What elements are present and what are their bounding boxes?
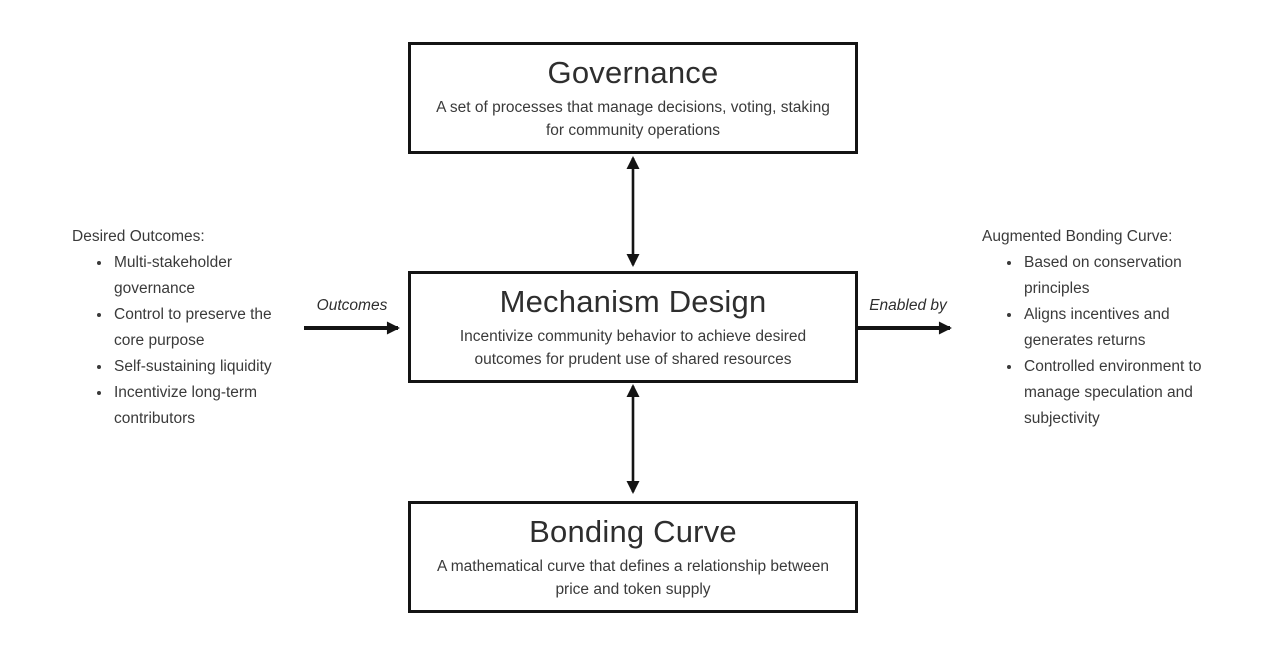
list-item: Aligns incentives and generates returns: [1022, 302, 1210, 354]
list-item: Self-sustaining liquidity: [112, 354, 304, 380]
augmented-bonding-curve-note: Augmented Bonding Curve: Based on conser…: [982, 224, 1210, 432]
enabled-by-arrow-label: Enabled by: [869, 297, 947, 314]
governance-title: Governance: [547, 55, 719, 90]
list-item: Multi-stakeholder governance: [112, 250, 304, 302]
governance-box: Governance A set of processes that manag…: [408, 42, 858, 154]
governance-description: A set of processes that manage decisions…: [436, 98, 830, 140]
list-item: Incentivize long-term contributors: [112, 380, 304, 432]
desired-outcomes-list: Multi-stakeholder governance Control to …: [72, 250, 304, 432]
bonding-curve-description: A mathematical curve that defines a rela…: [436, 557, 830, 599]
augmented-bonding-curve-list: Based on conservation principles Aligns …: [982, 250, 1210, 432]
bonding-curve-box: Bonding Curve A mathematical curve that …: [408, 501, 858, 613]
mechanism-design-box: Mechanism Design Incentivize community b…: [408, 271, 858, 383]
desired-outcomes-heading: Desired Outcomes:: [72, 228, 205, 245]
desired-outcomes-note: Desired Outcomes: Multi-stakeholder gove…: [72, 224, 304, 432]
list-item: Controlled environment to manage specula…: [1022, 354, 1210, 432]
bonding-curve-title: Bonding Curve: [529, 514, 737, 549]
augmented-bonding-curve-heading: Augmented Bonding Curve:: [982, 228, 1173, 245]
mechanism-design-title: Mechanism Design: [499, 284, 767, 319]
list-item: Control to preserve the core purpose: [112, 302, 304, 354]
list-item: Based on conservation principles: [1022, 250, 1210, 302]
mechanism-design-description: Incentivize community behavior to achiev…: [459, 327, 807, 369]
outcomes-arrow-label: Outcomes: [316, 297, 388, 314]
